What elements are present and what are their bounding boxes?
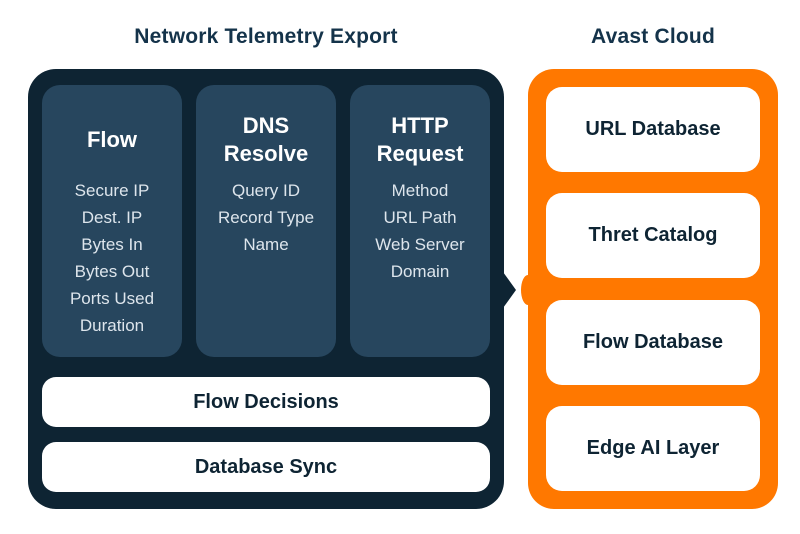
url-database-box: URL Database	[546, 87, 760, 172]
list-item: Bytes Out	[74, 262, 150, 281]
column-http-request: HTTP Request Method URL Path Web Server …	[350, 85, 490, 357]
thret-catalog-box: Thret Catalog	[546, 193, 760, 279]
list-item: Ports Used	[69, 289, 155, 308]
list-item: Method	[391, 181, 449, 200]
list-item: Duration	[79, 316, 145, 335]
column-dns-resolve: DNS Resolve Query ID Record Type Name	[196, 85, 336, 357]
list-item: Dest. IP	[81, 208, 143, 227]
list-item: Secure IP	[74, 181, 150, 200]
telemetry-panel: Flow Secure IP Dest. IP Bytes In Bytes O…	[28, 69, 516, 509]
cloud-panel: URL Database Thret Catalog Flow Database…	[521, 69, 778, 509]
telemetry-columns: Flow Secure IP Dest. IP Bytes In Bytes O…	[42, 85, 490, 357]
column-flow: Flow Secure IP Dest. IP Bytes In Bytes O…	[42, 85, 182, 357]
column-dns-resolve-heading: DNS Resolve	[223, 113, 309, 166]
connector-arrow-icon	[503, 272, 516, 308]
column-http-request-items: Method URL Path Web Server Domain	[350, 177, 490, 285]
connector-notch	[521, 275, 535, 305]
cloud-panel-title: Avast Cloud	[591, 25, 715, 48]
database-sync-bar: Database Sync	[42, 442, 490, 492]
telemetry-panel-title: Network Telemetry Export	[134, 25, 398, 48]
list-item: Query ID	[231, 181, 301, 200]
list-item: Name	[243, 235, 289, 254]
list-item: Record Type	[217, 208, 315, 227]
column-dns-resolve-items: Query ID Record Type Name	[196, 177, 336, 258]
list-item: URL Path	[383, 208, 457, 227]
edge-ai-layer-box: Edge AI Layer	[546, 405, 760, 491]
column-flow-heading: Flow	[86, 127, 138, 152]
column-flow-items: Secure IP Dest. IP Bytes In Bytes Out Po…	[42, 177, 182, 339]
list-item: Web Server Domain	[375, 235, 465, 281]
flow-database-box: Flow Database	[546, 299, 760, 385]
column-http-request-heading: HTTP Request	[376, 113, 464, 166]
list-item: Bytes In	[81, 235, 143, 254]
flow-decisions-bar: Flow Decisions	[42, 377, 490, 427]
